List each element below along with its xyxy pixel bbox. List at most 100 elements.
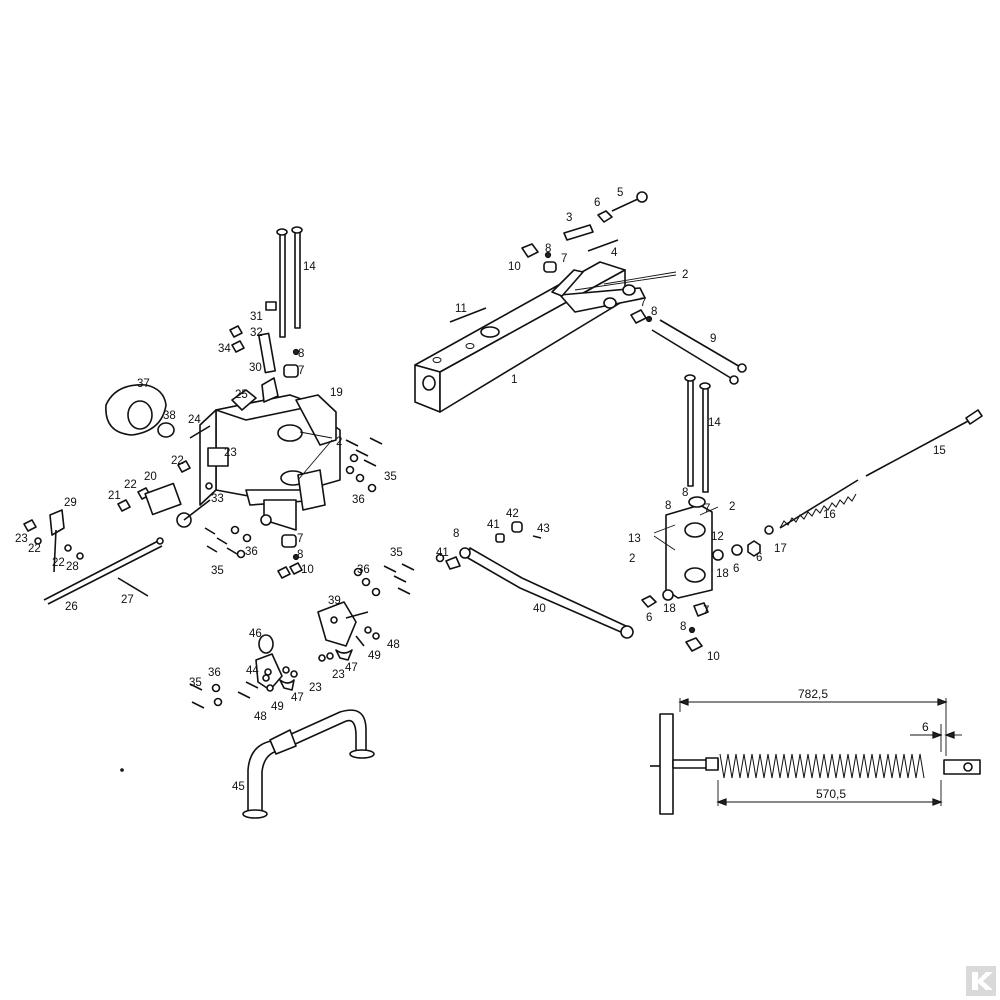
bolts-9 <box>651 319 747 385</box>
callout-33: 33 <box>211 493 224 505</box>
callout-10: 10 <box>508 261 521 273</box>
callout-7: 7 <box>703 605 709 617</box>
callout-44: 44 <box>246 665 259 677</box>
callout-36: 36 <box>352 494 365 506</box>
callout-12: 12 <box>711 531 724 543</box>
callout-36: 36 <box>245 546 258 558</box>
callout-45: 45 <box>232 781 245 793</box>
callout-22: 22 <box>171 455 184 467</box>
callout-35: 35 <box>390 547 403 559</box>
callout-26: 26 <box>65 601 78 613</box>
callout-34: 34 <box>218 343 231 355</box>
callout-37: 37 <box>137 378 150 390</box>
callout-2: 2 <box>729 501 735 513</box>
gear-hub-37 <box>105 384 175 438</box>
top-hardware <box>521 191 653 324</box>
link-arm-40 <box>445 521 634 639</box>
callout-18: 18 <box>716 568 729 580</box>
callout-8: 8 <box>665 500 671 512</box>
callout-35: 35 <box>384 471 397 483</box>
callout-16: 16 <box>823 509 836 521</box>
callout-8: 8 <box>682 487 688 499</box>
callout-19: 19 <box>330 387 343 399</box>
callout-23: 23 <box>309 682 322 694</box>
stand-45 <box>242 709 375 819</box>
end-gap-label: 6 <box>922 720 929 734</box>
spring-rod-assembly <box>779 409 983 529</box>
callout-8: 8 <box>453 528 459 540</box>
callout-18: 18 <box>663 603 676 615</box>
callout-15: 15 <box>933 445 946 457</box>
callout-30: 30 <box>249 362 262 374</box>
main-beam <box>414 261 646 413</box>
callout-31: 31 <box>250 311 263 323</box>
callout-36: 36 <box>357 564 370 576</box>
callout-43: 43 <box>537 523 550 535</box>
callout-17: 17 <box>774 543 787 555</box>
callout-8: 8 <box>298 348 304 360</box>
callout-35: 35 <box>211 565 224 577</box>
callout-4: 4 <box>611 247 618 259</box>
callout-22: 22 <box>124 479 137 491</box>
callout-29: 29 <box>64 497 77 509</box>
left-main-frame <box>176 389 341 531</box>
callout-28: 28 <box>66 561 79 573</box>
callout-38: 38 <box>163 410 176 422</box>
callout-7: 7 <box>561 253 567 265</box>
spring-dimension-detail: 782,5 570,5 6 <box>650 687 981 815</box>
callout-25: 25 <box>235 389 248 401</box>
leader-lines <box>297 271 719 551</box>
mount-plate-39 <box>317 601 380 662</box>
callout-6: 6 <box>594 197 600 209</box>
right-lower-hardware <box>641 589 709 652</box>
shaft-26 <box>43 509 164 605</box>
callout-7: 7 <box>297 533 303 545</box>
callout-7: 7 <box>298 365 304 377</box>
long-bolts-14-right <box>684 374 711 493</box>
callout-8: 8 <box>680 621 686 633</box>
callout-8: 8 <box>297 549 303 561</box>
frame-bolt-clusters <box>204 437 383 579</box>
callout-10: 10 <box>707 651 720 663</box>
callout-46: 46 <box>249 628 262 640</box>
callout-49: 49 <box>368 650 381 662</box>
callout-24: 24 <box>188 414 201 426</box>
callout-9: 9 <box>710 333 716 345</box>
callout-5: 5 <box>617 187 623 199</box>
callout-3: 3 <box>566 212 572 224</box>
callout-47: 47 <box>291 692 304 704</box>
left-hardware <box>23 301 300 560</box>
callout-8: 8 <box>651 306 657 318</box>
callout-48: 48 <box>254 711 267 723</box>
callout-1: 1 <box>511 374 517 386</box>
callout-6: 6 <box>646 612 652 624</box>
callout-39: 39 <box>328 595 341 607</box>
callout-13: 13 <box>628 533 641 545</box>
long-bolts-14-left <box>276 226 303 338</box>
mount-plate-44 <box>189 634 298 709</box>
callout-2: 2 <box>336 436 342 448</box>
callout-11: 11 <box>455 303 467 315</box>
callout-labels: 1 2 2 2 2 3 4 5 6 6 6 6 7 7 7 7 7 7 8 8 … <box>15 187 946 793</box>
callout-35: 35 <box>189 677 202 689</box>
callout-2: 2 <box>629 553 635 565</box>
callout-10: 10 <box>301 564 314 576</box>
pin-11 <box>449 307 487 323</box>
callout-48: 48 <box>387 639 400 651</box>
callout-21: 21 <box>108 490 121 502</box>
callout-2: 2 <box>682 269 688 281</box>
print-speck <box>120 768 124 772</box>
pivot-bracket-right <box>665 496 774 599</box>
callout-47: 47 <box>345 662 358 674</box>
callout-23: 23 <box>15 533 28 545</box>
callout-41: 41 <box>487 519 500 531</box>
callout-23: 23 <box>332 669 345 681</box>
callout-27: 27 <box>121 594 134 606</box>
callout-42: 42 <box>506 508 519 520</box>
overall-length-label: 782,5 <box>798 687 828 701</box>
callout-20: 20 <box>144 471 157 483</box>
callout-41: 41 <box>436 547 449 559</box>
callout-36: 36 <box>208 667 221 679</box>
spring-length-label: 570,5 <box>816 787 846 801</box>
